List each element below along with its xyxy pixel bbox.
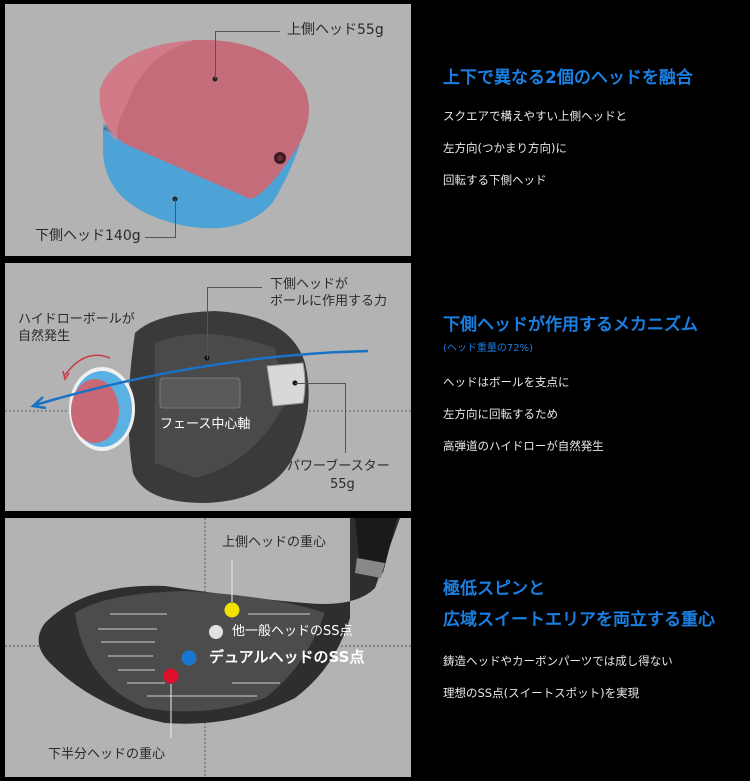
face-axis-label: フェース中心軸 <box>160 417 251 432</box>
body-line: 高弾道のハイドローが自然発生 <box>443 439 604 453</box>
hi-draw-label-line1: ハイドローボールが <box>18 312 135 327</box>
section-2-subtitle: (ヘッド重量の72%) <box>443 343 534 354</box>
section-3-title-line1: 極低スピンと <box>443 579 545 599</box>
upper-head-label: 上側ヘッド55g <box>287 22 384 38</box>
hi-draw-label-line2: 自然発生 <box>18 329 71 344</box>
body-line: スクエアで構えやすい上側ヘッドと <box>443 109 627 123</box>
leader-line <box>145 237 176 238</box>
force-label-line2: ボールに作用する力 <box>270 294 388 309</box>
body-line: 左方向(つかまり方向)に <box>443 141 567 155</box>
leader-line <box>295 383 345 384</box>
force-label-line1: 下側ヘッドが <box>270 277 349 292</box>
section-3-text: 極低スピンと 広域スイートエリアを両立する重心 鋳造ヘッドやカーボンパーツでは成… <box>443 578 715 717</box>
power-booster-label-line1: パワーブースター <box>287 459 390 474</box>
leader-line <box>345 383 346 453</box>
mechanism-diagram <box>5 311 411 503</box>
sweet-spot-diagram <box>5 518 411 777</box>
leader-line <box>215 31 216 79</box>
section-1-title: 上下で異なる2個のヘッドを融合 <box>443 68 693 88</box>
section-1-text: 上下で異なる2個のヘッドを融合 スクエアで構えやすい上側ヘッドと 左方向(つかま… <box>443 67 693 204</box>
body-line: ヘッドはボールを支点に <box>443 375 570 389</box>
leader-line <box>215 31 280 32</box>
lower-cg-label: 下半分ヘッドの重心 <box>48 747 166 762</box>
body-line: 理想のSS点(スイートスポット)を実現 <box>443 686 640 700</box>
general-ss-label: 他一般ヘッドのSS点 <box>232 624 353 639</box>
body-line: 左方向に回転するため <box>443 407 558 421</box>
body-line: 鋳造ヘッドやカーボンパーツでは成し得ない <box>443 654 673 668</box>
upper-cg-label: 上側ヘッドの重心 <box>222 535 327 550</box>
dual-head-illustration-panel: 上側ヘッド55g 下側ヘッド140g <box>5 4 411 256</box>
section-3-body: 鋳造ヘッドやカーボンパーツでは成し得ない 理想のSS点(スイートスポット)を実現 <box>443 653 715 717</box>
body-line: 回転する下側ヘッド <box>443 173 547 187</box>
sweet-spot-illustration-panel: 上側ヘッドの重心 他一般ヘッドのSS点 デュアルヘッドのSS点 下半分ヘッドの重… <box>5 518 411 777</box>
leader-line <box>207 287 208 359</box>
power-booster-label-line2: 55g <box>330 477 355 492</box>
section-3-title-line2: 広域スイートエリアを両立する重心 <box>443 610 715 630</box>
dual-ss-label: デュアルヘッドのSS点 <box>209 648 365 666</box>
section-2-text: 下側ヘッドが作用するメカニズム (ヘッド重量の72%) ヘッドはボールを支点に … <box>443 314 698 470</box>
section-2-body: ヘッドはボールを支点に 左方向に回転するため 高弾道のハイドローが自然発生 <box>443 374 698 470</box>
leader-line <box>207 287 262 288</box>
section-2-title: 下側ヘッドが作用するメカニズム <box>443 315 698 335</box>
mechanism-illustration-panel: 下側ヘッドが ボールに作用する力 ハイドローボールが 自然発生 フェース中心軸 … <box>5 263 411 511</box>
dual-head-diagram <box>99 39 309 229</box>
lower-head-label: 下側ヘッド140g <box>35 228 141 244</box>
section-1-body: スクエアで構えやすい上側ヘッドと 左方向(つかまり方向)に 回転する下側ヘッド <box>443 108 693 204</box>
leader-line <box>175 199 176 237</box>
